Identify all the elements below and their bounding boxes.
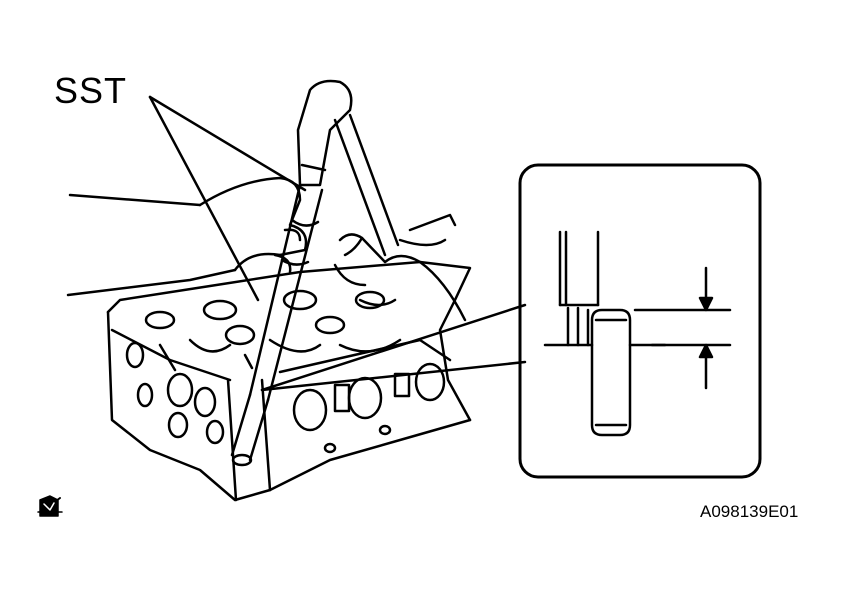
left-hand [66,176,308,297]
cylinder-head [106,213,472,502]
right-hand [333,233,467,322]
oil-can-icon [37,495,63,517]
callout-lines [260,303,527,392]
sst-label: SST [54,70,128,111]
detail-inset [518,163,762,479]
sst-tool [230,79,400,467]
figure-code: A098139E01 [700,502,799,521]
sst-leader-lines [148,95,307,302]
